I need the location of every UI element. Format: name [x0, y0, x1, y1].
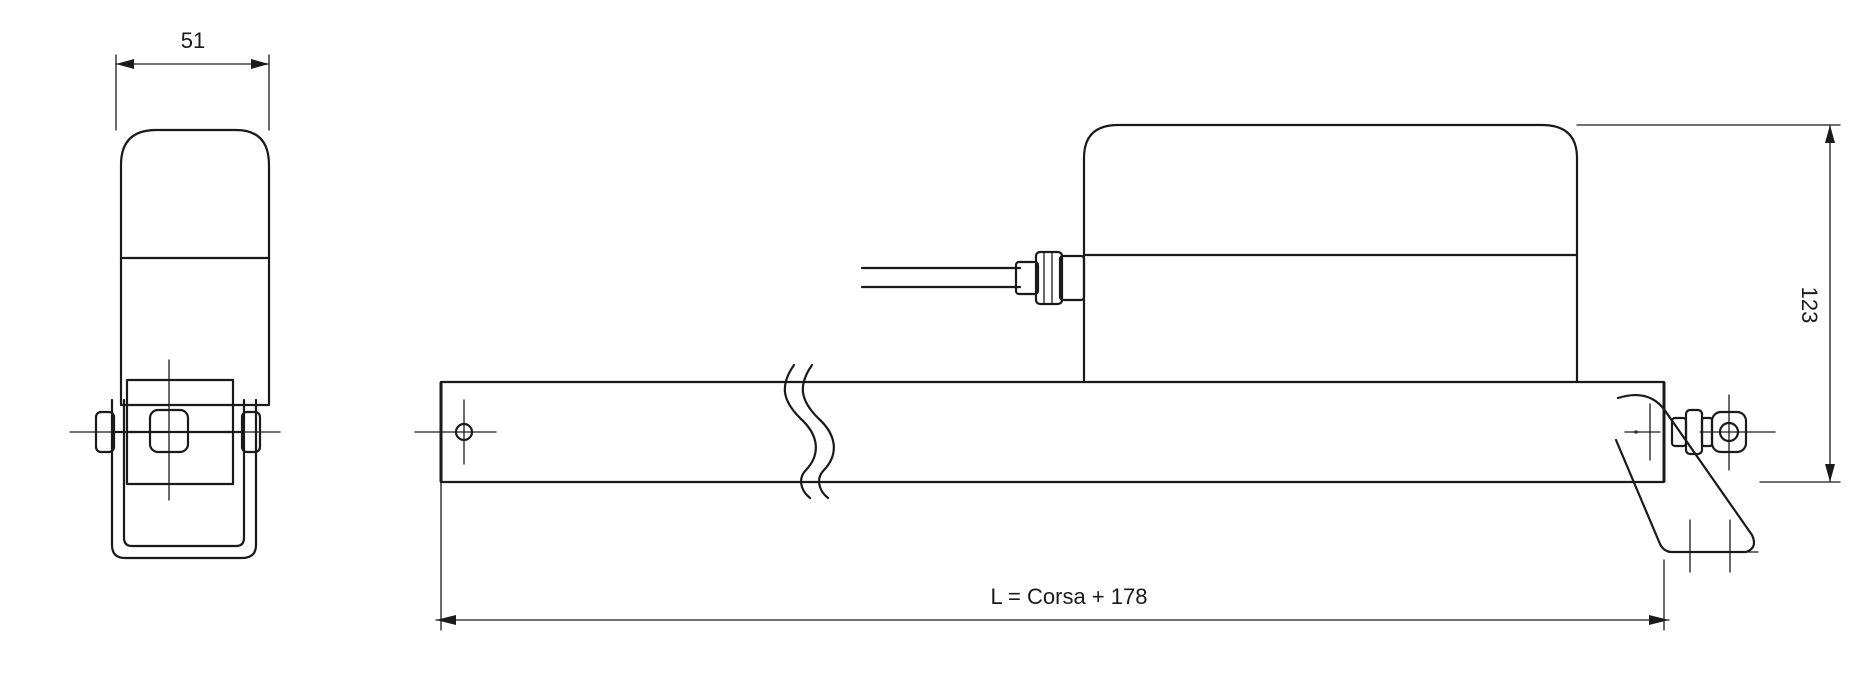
height-arrow-top: [1825, 125, 1835, 143]
length-dimension-label: L = Corsa + 178: [991, 584, 1148, 609]
right-mounting-bracket: [1614, 394, 1759, 573]
motor-housing: [1082, 123, 1579, 384]
front-view: 123 L = Corsa + 178: [414, 123, 1841, 631]
rod-end: [1670, 394, 1776, 471]
width-dimension-label: 51: [181, 28, 205, 53]
break-line-left: [783, 363, 817, 500]
end-view-u-bracket: [110, 398, 258, 560]
cable-gland: [1014, 250, 1086, 306]
length-arrow-left: [436, 615, 456, 625]
height-dimension-label: 123: [1797, 287, 1822, 324]
end-view-u-bracket-inner: [122, 398, 246, 548]
width-arrow-left: [116, 59, 134, 69]
height-arrow-bottom: [1825, 464, 1835, 482]
end-view-motor-housing: [119, 128, 271, 407]
width-arrow-right: [251, 59, 269, 69]
length-arrow-right: [1649, 615, 1669, 625]
break-line-right: [801, 363, 835, 500]
end-view: 51: [69, 28, 281, 560]
